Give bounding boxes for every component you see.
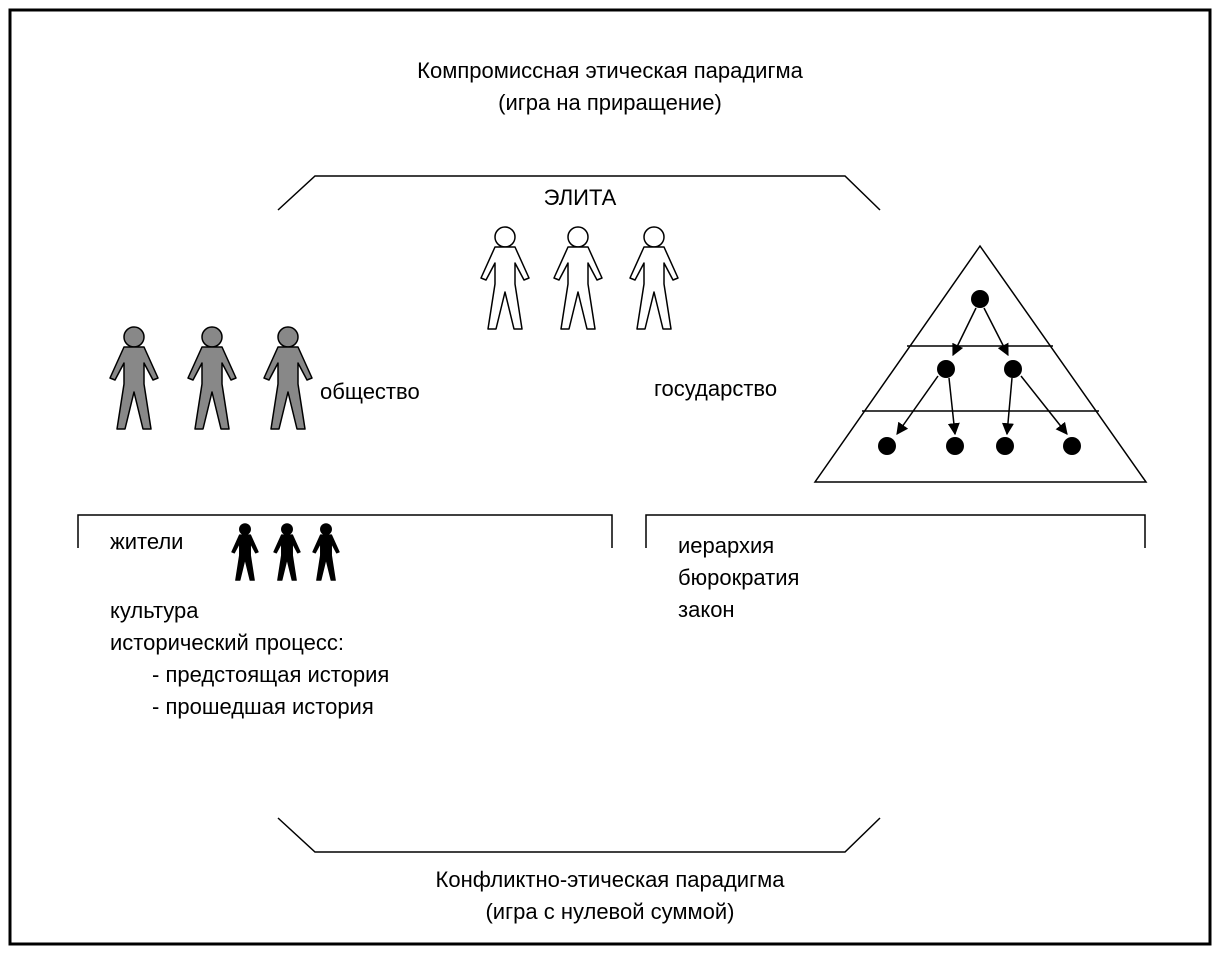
bottom-caption-line1: Конфликтно-этическая парадигма (435, 867, 785, 892)
pyramid-outline (813, 244, 1148, 483)
resident-person-icon (273, 523, 301, 581)
pyramid-node (937, 360, 955, 378)
resident-person-icon (312, 523, 340, 581)
elite-figures (480, 226, 679, 330)
pyramid-node (996, 437, 1014, 455)
society-person-icon (187, 326, 237, 430)
pyramid-node (946, 437, 964, 455)
elite-person-icon (480, 226, 530, 330)
right-box-bracket (645, 514, 1146, 548)
right-box-line: закон (678, 597, 735, 622)
elite-person-icon (629, 226, 679, 330)
top-caption-line2: (игра на приращение) (498, 90, 722, 115)
society-label: общество (320, 379, 420, 404)
hierarchy-pyramid (813, 244, 1148, 483)
pyramid-arrow (947, 377, 960, 436)
society-person-icon (263, 326, 313, 430)
state-label: государство (654, 376, 778, 401)
elite-label: ЭЛИТА (543, 185, 617, 210)
bottom-bracket (277, 817, 881, 853)
outer-border (8, 8, 1212, 946)
elite-person-icon (553, 226, 603, 330)
right-box-line: бюрократия (678, 565, 800, 590)
left-box-line: - прошедшая история (152, 694, 374, 719)
resident-person-icon (231, 523, 259, 581)
residents-label: жители (110, 529, 184, 554)
left-box-bracket (77, 514, 613, 548)
elite-bracket (277, 175, 881, 211)
resident-figures (231, 523, 340, 581)
pyramid-node (1063, 437, 1081, 455)
bottom-caption-line2: (игра с нулевой суммой) (485, 899, 735, 924)
left-box-line: культура (110, 598, 199, 623)
pyramid-node (971, 290, 989, 308)
society-person-icon (109, 326, 159, 430)
pyramid-arrow (896, 375, 939, 435)
pyramid-node (1004, 360, 1022, 378)
left-box-line: - предстоящая история (152, 662, 390, 687)
left-box-line: исторический процесс: (110, 630, 344, 655)
top-caption-line1: Компромиссная этическая парадигма (417, 58, 803, 83)
pyramid-node (878, 437, 896, 455)
pyramid-arrow (983, 307, 1009, 357)
pyramid-arrow (1020, 375, 1068, 435)
society-figures (109, 326, 313, 430)
pyramid-arrow (952, 307, 977, 357)
pyramid-arrow (1001, 377, 1014, 436)
right-box-line: иерархия (678, 533, 775, 558)
